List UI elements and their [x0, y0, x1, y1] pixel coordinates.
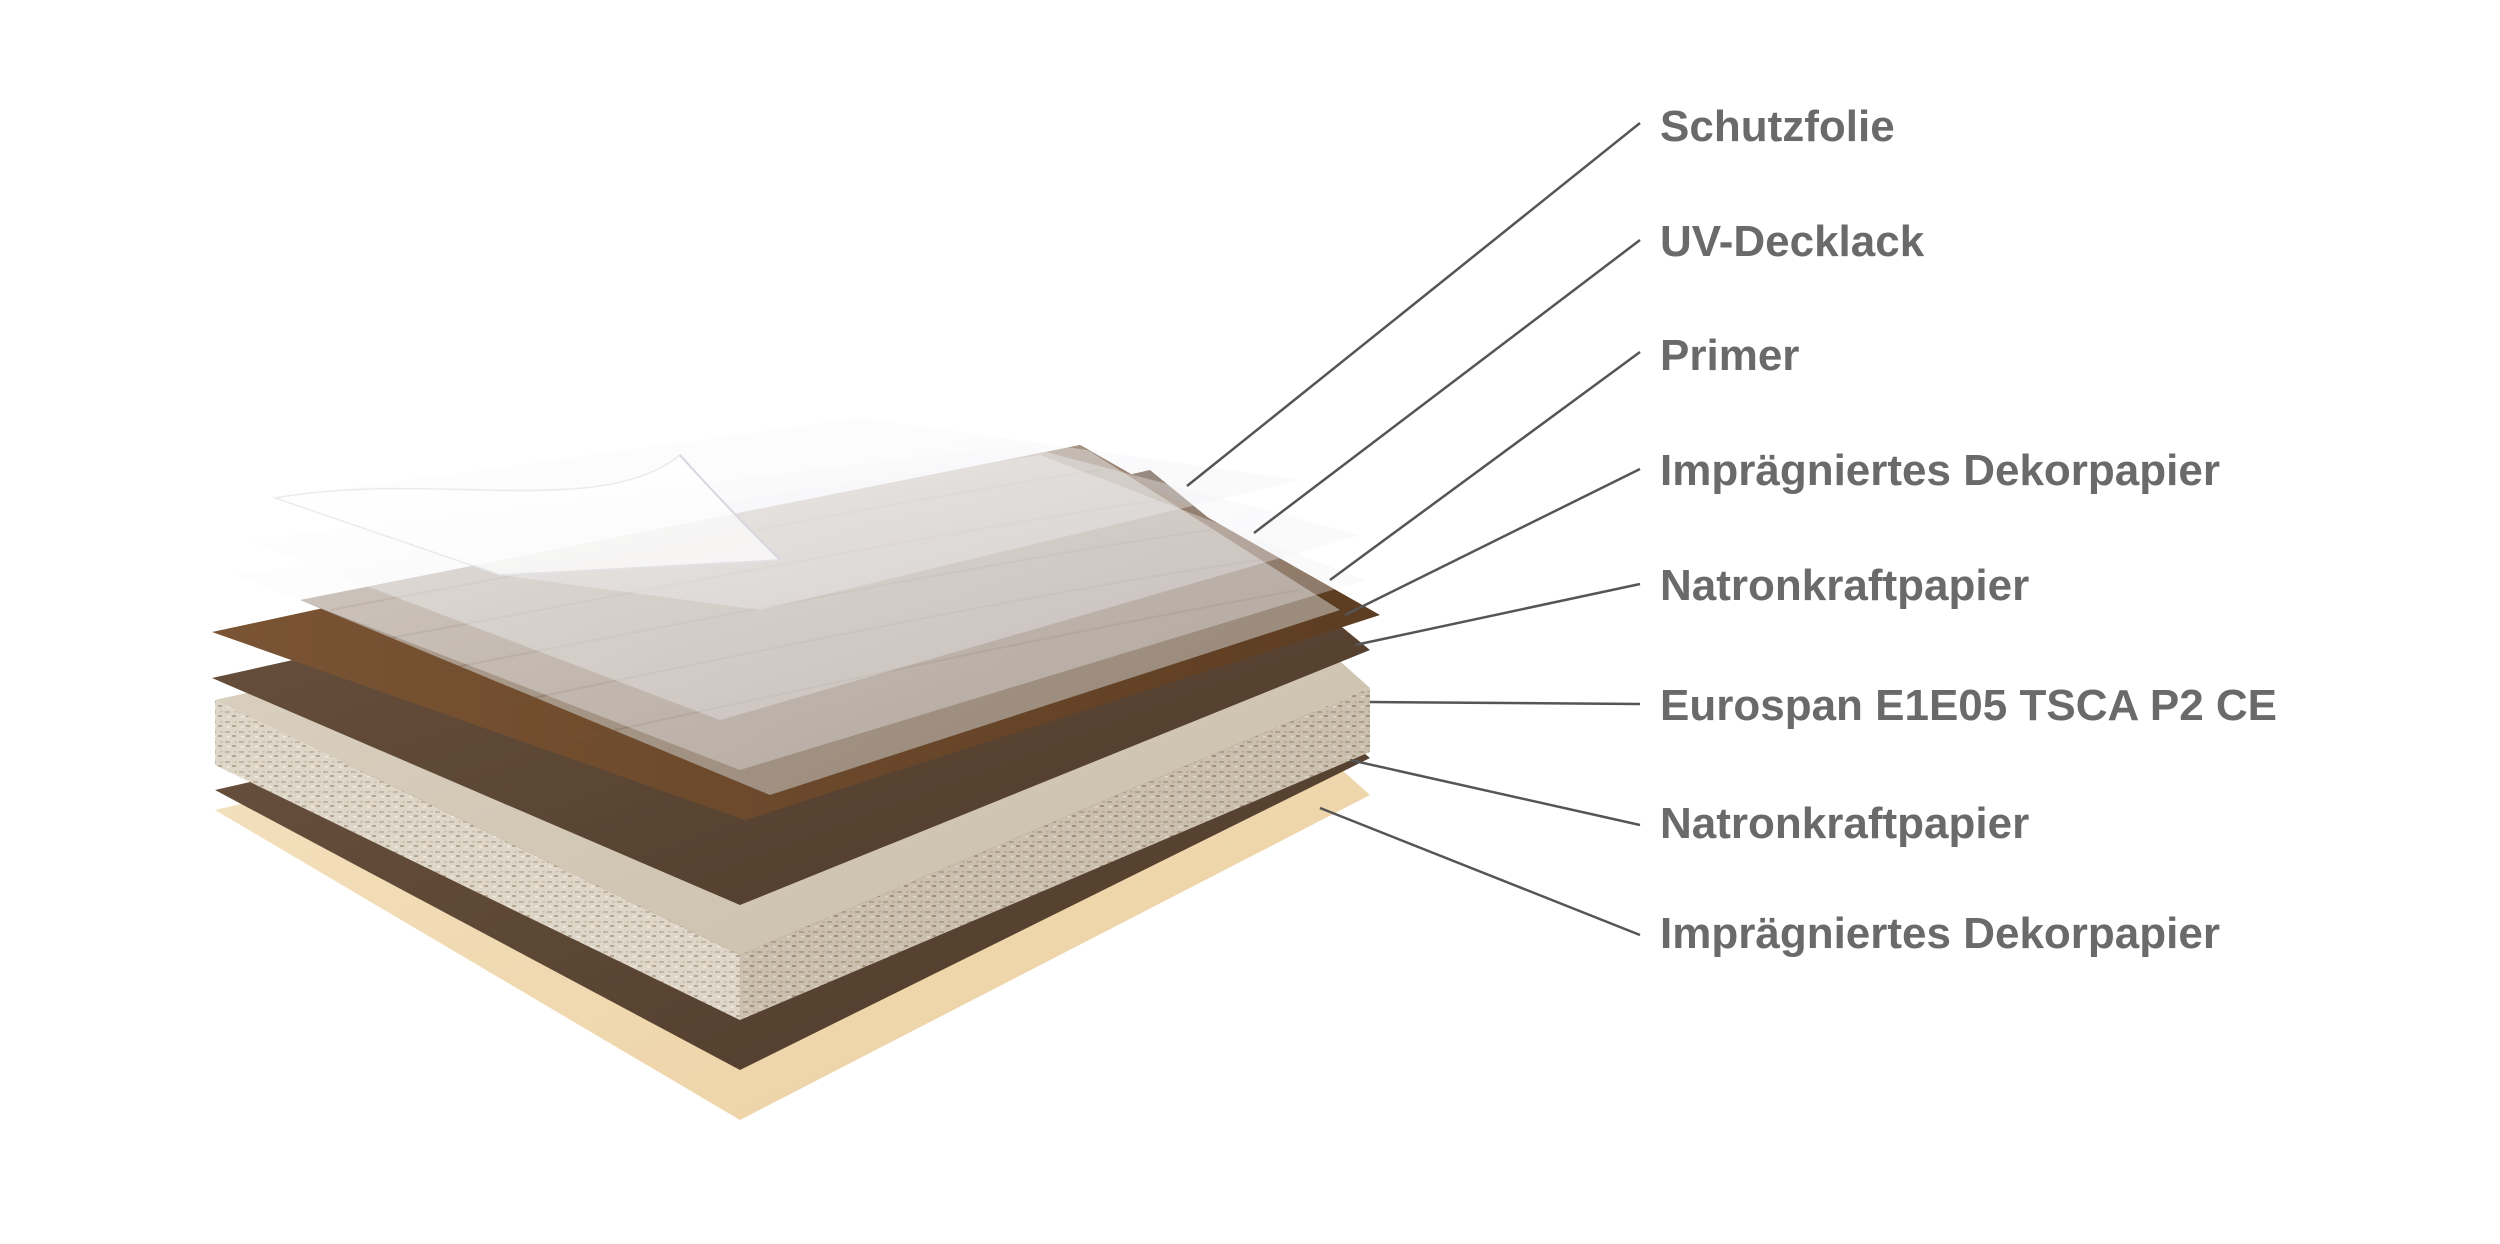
leader-lines: [1186, 122, 1641, 937]
label-natronkraft-bottom: Natronkraftpapier: [1660, 799, 2029, 848]
leader-line-primer: [1329, 350, 1641, 582]
leader-line-uv-decklack: [1253, 239, 1641, 534]
label-dekorpapier-bottom: Imprägniertes Dekorpapier: [1660, 909, 2220, 958]
layer-schutzfolie: [272, 418, 1300, 610]
label-schutzfolie: Schutzfolie: [1660, 102, 1895, 151]
label-uv-decklack: UV-Decklack: [1660, 217, 1925, 266]
leader-line-natronkraft-bottom: [1349, 758, 1641, 827]
label-natronkraft-top: Natronkraftpapier: [1660, 561, 2029, 610]
leader-line-eurospan-core: [1369, 700, 1641, 706]
label-dekorpapier-top: Imprägniertes Dekorpapier: [1660, 446, 2220, 495]
leader-line-dekorpapier-bottom: [1319, 806, 1641, 937]
leader-line-schutzfolie: [1186, 122, 1641, 487]
leader-line-dekorpapier-top: [1344, 467, 1641, 617]
layer-labels: Schutzfolie UV-Decklack Primer Imprägnie…: [1660, 102, 2277, 958]
label-primer: Primer: [1660, 331, 1799, 380]
leader-line-natronkraft-top: [1354, 582, 1641, 647]
label-eurospan-core: Eurospan E1E05 TSCA P2 CE: [1660, 681, 2277, 730]
